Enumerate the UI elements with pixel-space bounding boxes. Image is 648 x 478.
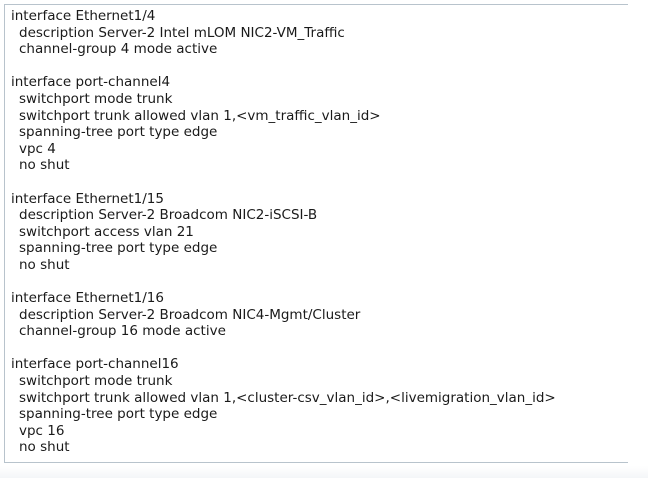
config-line: switchport mode trunk xyxy=(19,90,173,107)
config-line: description Server-2 Broadcom NIC4-Mgmt/… xyxy=(19,306,361,323)
config-line: switchport mode trunk xyxy=(19,373,173,390)
interface-header: interface Ethernet1/16 xyxy=(11,290,164,307)
config-line: vpc 4 xyxy=(19,140,56,157)
config-line: vpc 16 xyxy=(19,422,65,439)
config-line: description Server-2 Intel mLOM NIC2-VM_… xyxy=(19,24,345,41)
config-line: switchport trunk allowed vlan 1,<vm_traf… xyxy=(19,107,381,124)
config-line: spanning-tree port type edge xyxy=(19,406,218,423)
bottom-shadow xyxy=(0,466,648,478)
config-line: channel-group 4 mode active xyxy=(19,41,218,58)
config-line: spanning-tree port type edge xyxy=(19,240,218,257)
interface-header: interface Ethernet1/15 xyxy=(11,190,164,207)
config-line: description Server-2 Broadcom NIC2-iSCSI… xyxy=(19,207,318,224)
config-line: no shut xyxy=(19,256,70,273)
config-lines: interface Ethernet1/4 description Server… xyxy=(11,8,556,456)
config-line: spanning-tree port type edge xyxy=(19,124,218,141)
config-line: switchport trunk allowed vlan 1,<cluster… xyxy=(19,389,556,406)
blank-line xyxy=(11,174,556,191)
interface-header: interface Ethernet1/4 xyxy=(11,8,156,24)
config-line: channel-group 16 mode active xyxy=(19,323,226,340)
blank-line xyxy=(11,274,556,291)
interface-header: interface port-channel16 xyxy=(11,356,179,373)
blank-line xyxy=(11,340,556,357)
config-listing-box: interface Ethernet1/4 description Server… xyxy=(4,4,628,463)
config-line: no shut xyxy=(19,157,70,174)
config-line: switchport access vlan 21 xyxy=(19,223,194,240)
blank-line xyxy=(11,58,556,75)
config-line: no shut xyxy=(19,439,70,456)
interface-header: interface port-channel4 xyxy=(11,74,171,91)
